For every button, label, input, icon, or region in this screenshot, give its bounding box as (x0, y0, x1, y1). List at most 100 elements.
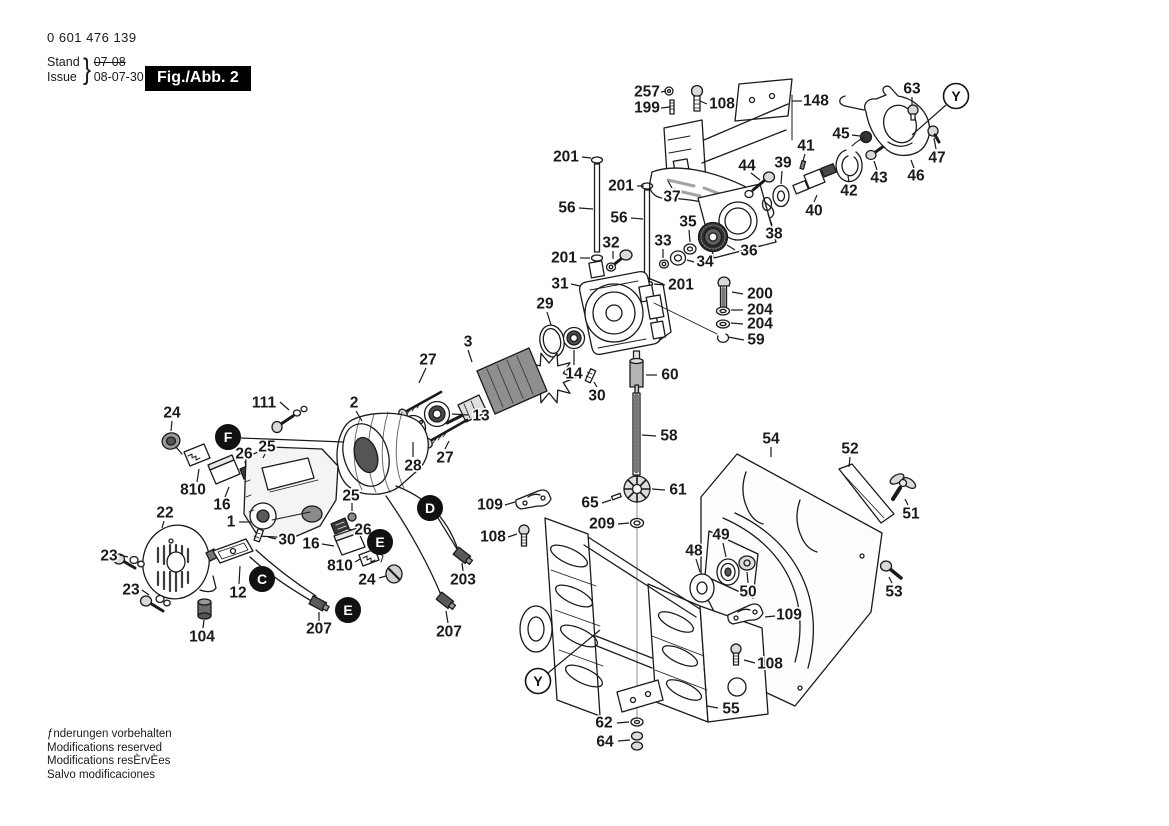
washer-39 (772, 184, 790, 208)
part-callout-36: 36 (740, 243, 758, 260)
part-callout-61: 61 (669, 482, 687, 499)
part-callout-201: 201 (551, 250, 577, 267)
nuts-64 (630, 731, 644, 751)
issue-label: Issue (47, 70, 77, 84)
terminal-207-right (435, 591, 457, 610)
part-callout-27: 27 (419, 352, 436, 369)
spindle-40 (792, 163, 838, 195)
threaded-rod-58 (632, 384, 641, 476)
balloon-letter-E: E (343, 602, 352, 618)
part-callout-46: 46 (907, 168, 925, 185)
part-callout-28: 28 (404, 458, 422, 475)
part-callout-26: 26 (354, 522, 372, 539)
part-callout-201: 201 (553, 149, 579, 166)
leader-line-34 (686, 259, 695, 263)
part-callout-38: 38 (765, 226, 783, 243)
leader-line-104 (202, 619, 205, 629)
screw-108-left (518, 524, 530, 547)
balloon-leader-F (240, 437, 345, 443)
part-callout-65: 65 (581, 495, 599, 512)
screw-44 (744, 171, 776, 199)
issue-date: 08-07-30 (93, 70, 144, 84)
part-callout-63: 63 (903, 81, 921, 98)
cord-clamp-109-lower (727, 603, 764, 625)
leader-line-810 (196, 468, 200, 483)
leader-line-16 (224, 486, 230, 498)
bolt-200 (717, 276, 731, 310)
modifications-note: ƒnderungen vorbehalten Modifications res… (47, 728, 172, 782)
leader-line-25 (262, 453, 266, 459)
part-callout-44: 44 (738, 158, 756, 175)
part-callout-104: 104 (189, 629, 215, 646)
part-callout-1: 1 (227, 514, 236, 531)
leader-line-41 (802, 153, 806, 162)
part-callout-54: 54 (762, 431, 780, 448)
leader-line-47 (933, 137, 937, 150)
washer-204-a (715, 306, 731, 316)
stator-2 (336, 411, 429, 495)
revision-block: Stand Issue } 07-08 08-07-30 (47, 53, 144, 87)
leader-line-108 (507, 533, 518, 538)
screw-108-top (690, 84, 704, 112)
part-callout-39: 39 (774, 155, 792, 172)
part-callout-51: 51 (902, 506, 920, 523)
part-callout-199: 199 (634, 100, 660, 117)
leader-line-44 (750, 172, 761, 181)
nut-50 (738, 555, 756, 571)
note-line-de: ƒnderungen vorbehalten (47, 728, 172, 740)
part-callout-55: 55 (722, 701, 740, 718)
part-callout-200: 200 (747, 286, 773, 303)
balloon-leader-D (437, 517, 458, 550)
part-callout-12: 12 (229, 585, 246, 602)
part-callout-49: 49 (712, 527, 730, 544)
part-number: 0 601 476 139 (47, 30, 137, 45)
leader-line-199 (660, 106, 671, 109)
part-callout-56: 56 (558, 200, 576, 217)
washer-48 (689, 573, 715, 603)
note-line-fr: Modifications resÈrvÈes (47, 755, 171, 767)
part-callout-56: 56 (610, 210, 628, 227)
balloon-circle-C (249, 566, 275, 592)
balloon-letter-C: C (257, 571, 267, 587)
part-callout-40: 40 (805, 203, 822, 220)
part-callout-810: 810 (180, 482, 206, 499)
leader-line-56 (578, 207, 594, 210)
bracket-12 (205, 538, 254, 564)
leader-line-27 (418, 367, 427, 384)
part-callout-29: 29 (536, 296, 554, 313)
carbon-brush-16-left (207, 454, 241, 485)
bearing-34 (669, 250, 687, 266)
leader-line-35 (688, 229, 691, 243)
part-callout-201: 201 (608, 178, 634, 195)
part-callout-52: 52 (841, 441, 858, 458)
leader-line-51 (904, 498, 909, 506)
washer-62 (630, 717, 644, 727)
leader-line-200 (731, 291, 744, 295)
note-line-es: Salvo modificaciones (47, 768, 156, 781)
leader-line-56 (630, 217, 644, 220)
latch-alignment-line (653, 302, 718, 335)
part-callout-50: 50 (739, 584, 756, 601)
leader-line-38 (767, 213, 773, 226)
part-callout-60: 60 (661, 367, 678, 384)
screw-108-bottom (730, 643, 742, 666)
part-callout-109: 109 (776, 607, 802, 624)
leader-line-39 (780, 170, 783, 185)
part-callout-111: 111 (252, 395, 277, 412)
part-callout-207: 207 (306, 621, 332, 638)
part-callout-48: 48 (685, 543, 703, 560)
part-callout-33: 33 (654, 233, 672, 250)
washer-33 (658, 259, 670, 269)
part-callout-31: 31 (551, 276, 569, 293)
contact-26-right (330, 517, 350, 535)
leader-line-50 (746, 571, 749, 584)
leader-line-2 (355, 410, 363, 422)
leader-line-204 (730, 322, 744, 325)
pulley-49 (716, 558, 740, 586)
wing-bolt-51 (889, 473, 917, 501)
part-callout-108: 108 (757, 656, 783, 673)
part-callout-34: 34 (696, 254, 714, 271)
part-callout-30: 30 (278, 532, 295, 549)
leader-line-37 (667, 180, 673, 189)
